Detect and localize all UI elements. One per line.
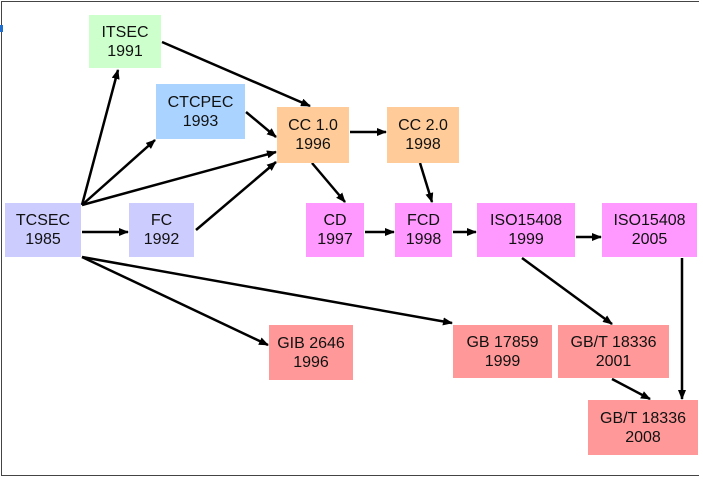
arrow-tcsec-to-itsec [80, 69, 120, 206]
arrow-tcsec-to-ctcpec [81, 139, 156, 206]
node-fcd: FCD 1998 [395, 203, 452, 257]
node-tcsec: TCSEC 1985 [5, 203, 81, 257]
node-year: 1985 [25, 231, 61, 248]
node-name: ISO15408 [489, 212, 563, 229]
node-year: 1996 [293, 353, 329, 371]
node-name: FC [150, 212, 173, 229]
arrow-itsec-to-cc10 [161, 40, 311, 108]
arrow-tcsec-to-gib2646 [81, 255, 269, 347]
node-name: ITSEC [101, 23, 149, 41]
node-name: FCD [407, 212, 440, 229]
node-year: 1996 [295, 136, 331, 153]
node-name: GIB 2646 [277, 334, 345, 352]
node-name: GB/T 18336 [570, 333, 657, 351]
arrow-gbt2001-to-gbt2008 [611, 377, 651, 401]
node-name: ISO15408 [613, 212, 686, 229]
node-name: GB 17859 [466, 333, 539, 351]
node-name: TCSEC [15, 212, 71, 229]
arrow-cc10-to-cd [311, 162, 346, 203]
node-year: 2005 [631, 231, 668, 248]
node-cc20: CC 2.0 1998 [387, 107, 459, 163]
node-year: 1993 [182, 112, 219, 130]
node-year: 1998 [405, 231, 442, 248]
node-year: 2001 [595, 352, 632, 370]
node-name: CC 1.0 [288, 117, 338, 134]
arrow-fc-to-cc10 [195, 161, 277, 231]
arrow-cc20-to-fcd [418, 162, 434, 203]
arrow-ctcpec-to-cc10 [245, 111, 277, 138]
edge-marker [0, 25, 3, 32]
node-year: 1992 [143, 231, 180, 248]
node-name: CD [323, 212, 347, 229]
node-year: 2008 [625, 428, 661, 446]
node-name: CTCPEC [167, 93, 234, 111]
node-iso2005: ISO15408 2005 [602, 203, 697, 257]
node-cc10: CC 1.0 1996 [277, 107, 349, 163]
node-year: 1997 [317, 231, 353, 248]
arrow-tcsec-to-gb17859 [81, 255, 453, 326]
node-iso1999: ISO15408 1999 [477, 203, 575, 257]
node-year: 1991 [107, 42, 143, 60]
node-cd: CD 1997 [306, 203, 364, 257]
node-year: 1999 [484, 352, 521, 370]
node-name: GB/T 18336 [600, 409, 686, 427]
node-year: 1999 [508, 231, 544, 248]
node-fc: FC 1992 [129, 203, 194, 257]
arrow-iso1999-to-gbt2001 [521, 256, 613, 326]
node-name: CC 2.0 [398, 117, 448, 134]
node-year: 1998 [405, 136, 441, 153]
arrow-tcsec-to-cc10 [81, 150, 277, 207]
